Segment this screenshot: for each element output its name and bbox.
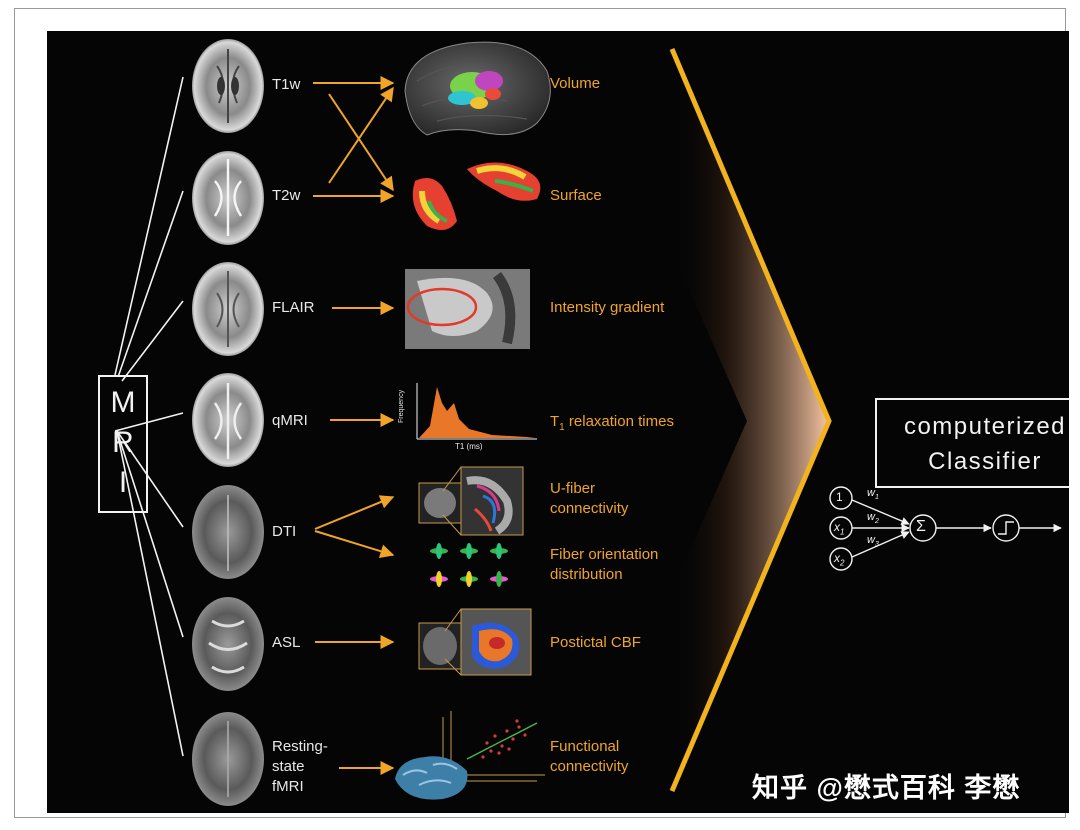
modality-fmri-label-2: state bbox=[272, 758, 305, 775]
diagram-panel: M R I T1w T2w FLAIR qMRI DTI ASL Resting… bbox=[47, 31, 1069, 813]
feature-functional-label-1: Functional bbox=[550, 738, 620, 755]
u-fiber-image bbox=[418, 466, 524, 536]
cbf-image bbox=[418, 608, 532, 676]
histogram-xlabel: T1 (ms) bbox=[455, 442, 483, 451]
fiber-orientation-glyphs bbox=[430, 543, 508, 587]
feature-volume-label: Volume bbox=[550, 75, 601, 92]
modality-t1w-label: T1w bbox=[272, 76, 301, 93]
diagram-graphics bbox=[114, 39, 1062, 806]
feature-ufiber-label-2: connectivity bbox=[550, 500, 629, 517]
fusion-wedge bbox=[669, 48, 832, 792]
brain-scan-fmri bbox=[192, 712, 264, 806]
feature-fiber-orientation-label-2: distribution bbox=[550, 566, 623, 583]
perceptron-input-x2: x2 bbox=[834, 551, 845, 568]
classifier-line-1: computerized bbox=[903, 413, 1067, 440]
t1-prefix: T bbox=[550, 413, 560, 430]
volume-rendering bbox=[404, 41, 551, 136]
brain-scan-asl bbox=[192, 597, 264, 691]
intensity-gradient-image bbox=[405, 269, 530, 349]
classifier-box: computerized Classifier bbox=[875, 398, 1069, 488]
t1-histogram bbox=[416, 383, 537, 440]
feature-intensity-label: Intensity gradient bbox=[550, 299, 665, 316]
feature-fiber-orientation-label-1: Fiber orientation bbox=[550, 546, 659, 563]
histogram-ylabel: Frequency bbox=[398, 389, 405, 423]
perceptron-diagram bbox=[829, 486, 1062, 571]
modality-fmri-label-3: fMRI bbox=[272, 778, 304, 795]
perceptron-sum-symbol: Σ bbox=[916, 518, 926, 535]
brain-scan-t2w bbox=[192, 151, 264, 245]
brain-scan-qmri bbox=[192, 373, 264, 467]
mri-letter-m: M bbox=[110, 386, 136, 419]
modality-flair-label: FLAIR bbox=[272, 299, 315, 316]
modality-qmri-label: qMRI bbox=[272, 412, 308, 429]
brain-scan-t1w bbox=[192, 39, 264, 133]
perceptron-weight-w1: w1 bbox=[867, 487, 879, 502]
feature-cbf-label: Postictal CBF bbox=[550, 634, 641, 651]
watermark: 知乎 @懋式百科 李懋 bbox=[752, 773, 1021, 803]
modality-arrows bbox=[313, 76, 395, 775]
brain-scan-flair bbox=[192, 262, 264, 356]
feature-functional-label-2: connectivity bbox=[550, 758, 629, 775]
brain-scan-dti bbox=[192, 485, 264, 579]
perceptron-weight-w3: w3 bbox=[867, 534, 879, 549]
mri-box: M R I bbox=[98, 375, 148, 513]
classifier-line-2: Classifier bbox=[928, 448, 1042, 475]
figure-frame: M R I T1w T2w FLAIR qMRI DTI ASL Resting… bbox=[14, 8, 1069, 818]
perceptron-weight-w2: w2 bbox=[867, 511, 879, 526]
modality-t2w-label: T2w bbox=[272, 187, 301, 204]
perceptron-input-x1: x1 bbox=[834, 520, 845, 537]
feature-ufiber-label-1: U-fiber bbox=[550, 480, 596, 497]
functional-connectivity-image bbox=[395, 711, 545, 800]
modality-dti-label: DTI bbox=[272, 523, 297, 540]
feature-t1-relaxation-label: T1 relaxation times bbox=[550, 412, 674, 438]
mri-letter-i: I bbox=[118, 466, 128, 499]
mri-fan-lines bbox=[114, 76, 184, 757]
feature-surface-label: Surface bbox=[550, 187, 602, 204]
modality-fmri-label-1: Resting- bbox=[272, 738, 328, 755]
modality-asl-label: ASL bbox=[272, 634, 301, 651]
perceptron-input-1: 1 bbox=[836, 490, 843, 504]
t1-suffix: relaxation times bbox=[564, 413, 674, 430]
t1-subscript: 1 bbox=[559, 422, 565, 433]
surface-rendering bbox=[412, 162, 541, 230]
mri-letter-r: R bbox=[112, 426, 134, 459]
